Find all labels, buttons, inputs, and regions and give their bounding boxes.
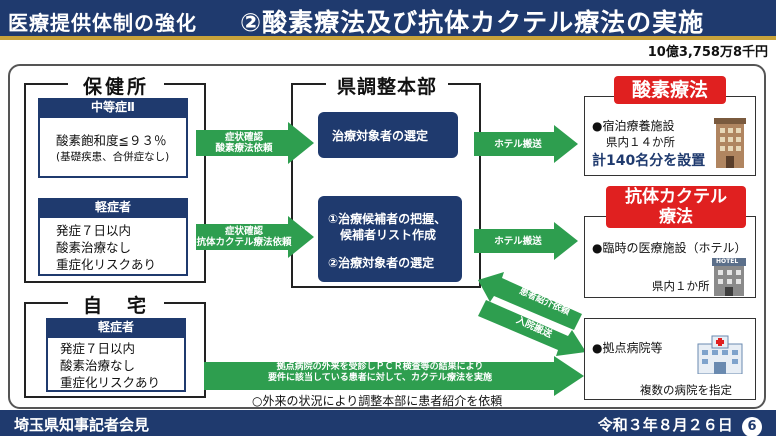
footer-date-area: 令和３年８月２６日 6	[598, 414, 762, 436]
page-title: ②酸素療法及び抗体カクテル療法の実施	[240, 8, 705, 37]
arrow-hokenjo-to-hq-2	[196, 216, 314, 258]
title-left: 医療提供体制の強化	[8, 11, 197, 35]
arrow-admission	[478, 300, 586, 356]
moderate-line2: (基礎疾患、合併症なし)	[56, 151, 170, 163]
hq-node2-line2: 候補者リスト作成	[328, 228, 437, 242]
antibody-badge: 抗体カクテル 療法	[606, 186, 746, 228]
hotel2-label: ホテル搬送	[494, 236, 542, 247]
moderate-box	[38, 116, 188, 178]
moderate-line1: 酸素飽和度≦９３％	[56, 133, 167, 148]
hq-node2-line3: ②治療対象者の選定	[328, 256, 435, 270]
arrow-hokenjo-to-hq-1	[196, 122, 314, 164]
outer-frame	[8, 64, 766, 409]
arrow2-label: 症状確認 抗体カクテル療法依頼	[196, 226, 292, 248]
arrow-bottom-long	[204, 356, 584, 396]
hotel1-label: ホテル搬送	[494, 139, 542, 150]
hq-node-list: ①治療候補者の把握、 候補者リスト作成 ②治療対象者の選定	[318, 196, 462, 282]
oxygen-badge: 酸素療法	[614, 76, 726, 104]
mild-jitaku-line2: 酸素治療なし	[60, 358, 136, 373]
mild-header-jitaku: 軽症者	[46, 318, 186, 336]
antibody-line2: 県内１か所	[652, 279, 710, 293]
mild-jitaku-line1: 発症７日以内	[60, 341, 136, 356]
oxygen-text: ●宿泊療養施設 県内１４か所 計140名分を設置	[592, 119, 706, 169]
mild-text-hokenjo: 発症７日以内 酸素治療なし 重症化リスクあり	[56, 222, 156, 273]
mild-box-jitaku	[46, 336, 186, 392]
arrow-hotel-2	[474, 222, 578, 260]
hq-node1-text: 治療対象者の選定	[332, 129, 429, 143]
mild-box-hokenjo	[38, 216, 188, 276]
page-number: 6	[742, 417, 762, 436]
hq-node-selection: 治療対象者の選定	[318, 112, 458, 158]
arrow1-label: 症状確認 酸素療法依頼	[215, 132, 273, 154]
building-icon	[714, 118, 746, 168]
title-bar: 医療提供体制の強化 ②酸素療法及び抗体カクテル療法の実施	[0, 0, 776, 40]
jitaku-label: 自 宅	[68, 291, 164, 318]
footer-date: 令和３年８月２６日	[597, 416, 733, 434]
hospital-line2: 複数の病院を指定	[640, 383, 732, 397]
mild-hokenjo-line3: 重症化リスクあり	[56, 257, 157, 272]
hospital-icon	[697, 335, 743, 374]
hq-node2-line1: ①治療候補者の把握、	[328, 212, 447, 226]
budget-amount: 10億3,758万8千円	[647, 45, 768, 60]
mild-hokenjo-line1: 発症７日以内	[56, 223, 132, 238]
moderate-text: 酸素飽和度≦９３％ (基礎疾患、合併症なし)	[56, 132, 169, 166]
hotel-sign: HOTEL	[716, 258, 739, 265]
arrow-referral	[478, 272, 582, 330]
footer-bar: 埼玉県知事記者会見 令和３年８月２６日 6	[0, 410, 776, 436]
bottom-arrow-label: 拠点病院の外来を受診しＰＣＲ検査等の結果により 要件に該当している患者に対して、…	[267, 362, 492, 383]
hotel-icon	[712, 258, 746, 296]
hq-label: 県調整本部	[326, 72, 448, 99]
mild-text-jitaku: 発症７日以内 酸素治療なし 重症化リスクあり	[60, 340, 160, 391]
antibody-text: ●臨時の医療施設（ホテル）	[592, 241, 747, 255]
mild-hokenjo-line2: 酸素治療なし	[56, 240, 132, 255]
footer-source: 埼玉県知事記者会見	[14, 416, 150, 434]
note-text: ○外来の状況により調整本部に患者紹介を依頼	[252, 394, 503, 408]
mild-header-hokenjo: 軽症者	[38, 198, 188, 216]
moderate-header: 中等症Ⅱ	[38, 98, 188, 116]
hokenjo-label: 保健所	[68, 72, 164, 99]
mild-jitaku-line3: 重症化リスクあり	[60, 375, 161, 390]
arrow-hotel-1	[474, 125, 578, 163]
hospital-text: ●拠点病院等	[592, 341, 663, 355]
